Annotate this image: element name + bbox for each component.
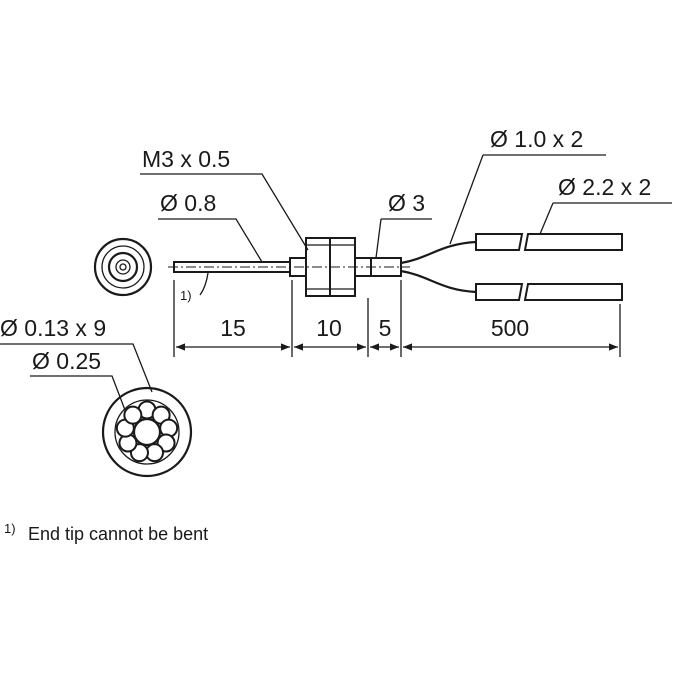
- dim-500: 500: [491, 315, 529, 341]
- footnote-text: End tip cannot be bent: [28, 524, 208, 544]
- leader-lines: [0, 154, 672, 411]
- dim-10: 10: [316, 315, 342, 341]
- label-footnote-marker: 1): [180, 288, 192, 303]
- label-tip-diameter: Ø 0.8: [160, 190, 216, 216]
- front-view-thread: [93, 237, 153, 297]
- label-fiber-core: Ø 1.0 x 2: [490, 126, 583, 152]
- dim-15: 15: [220, 315, 246, 341]
- dim-5: 5: [379, 315, 392, 341]
- label-body-diameter: Ø 3: [388, 190, 425, 216]
- fiber-strand: [123, 405, 143, 425]
- footnote-marker: 1): [4, 521, 16, 536]
- fiber-strands: [115, 400, 179, 463]
- label-thread: M3 x 0.5: [142, 146, 230, 172]
- label-bundle: Ø 0.25: [32, 348, 101, 374]
- side-view-sensor: [168, 233, 623, 301]
- label-strand: Ø 0.13 x 9: [0, 315, 106, 341]
- dimension-lines: [173, 280, 621, 357]
- label-cable-jacket: Ø 2.2 x 2: [558, 174, 651, 200]
- cross-section-bundle: [101, 386, 193, 478]
